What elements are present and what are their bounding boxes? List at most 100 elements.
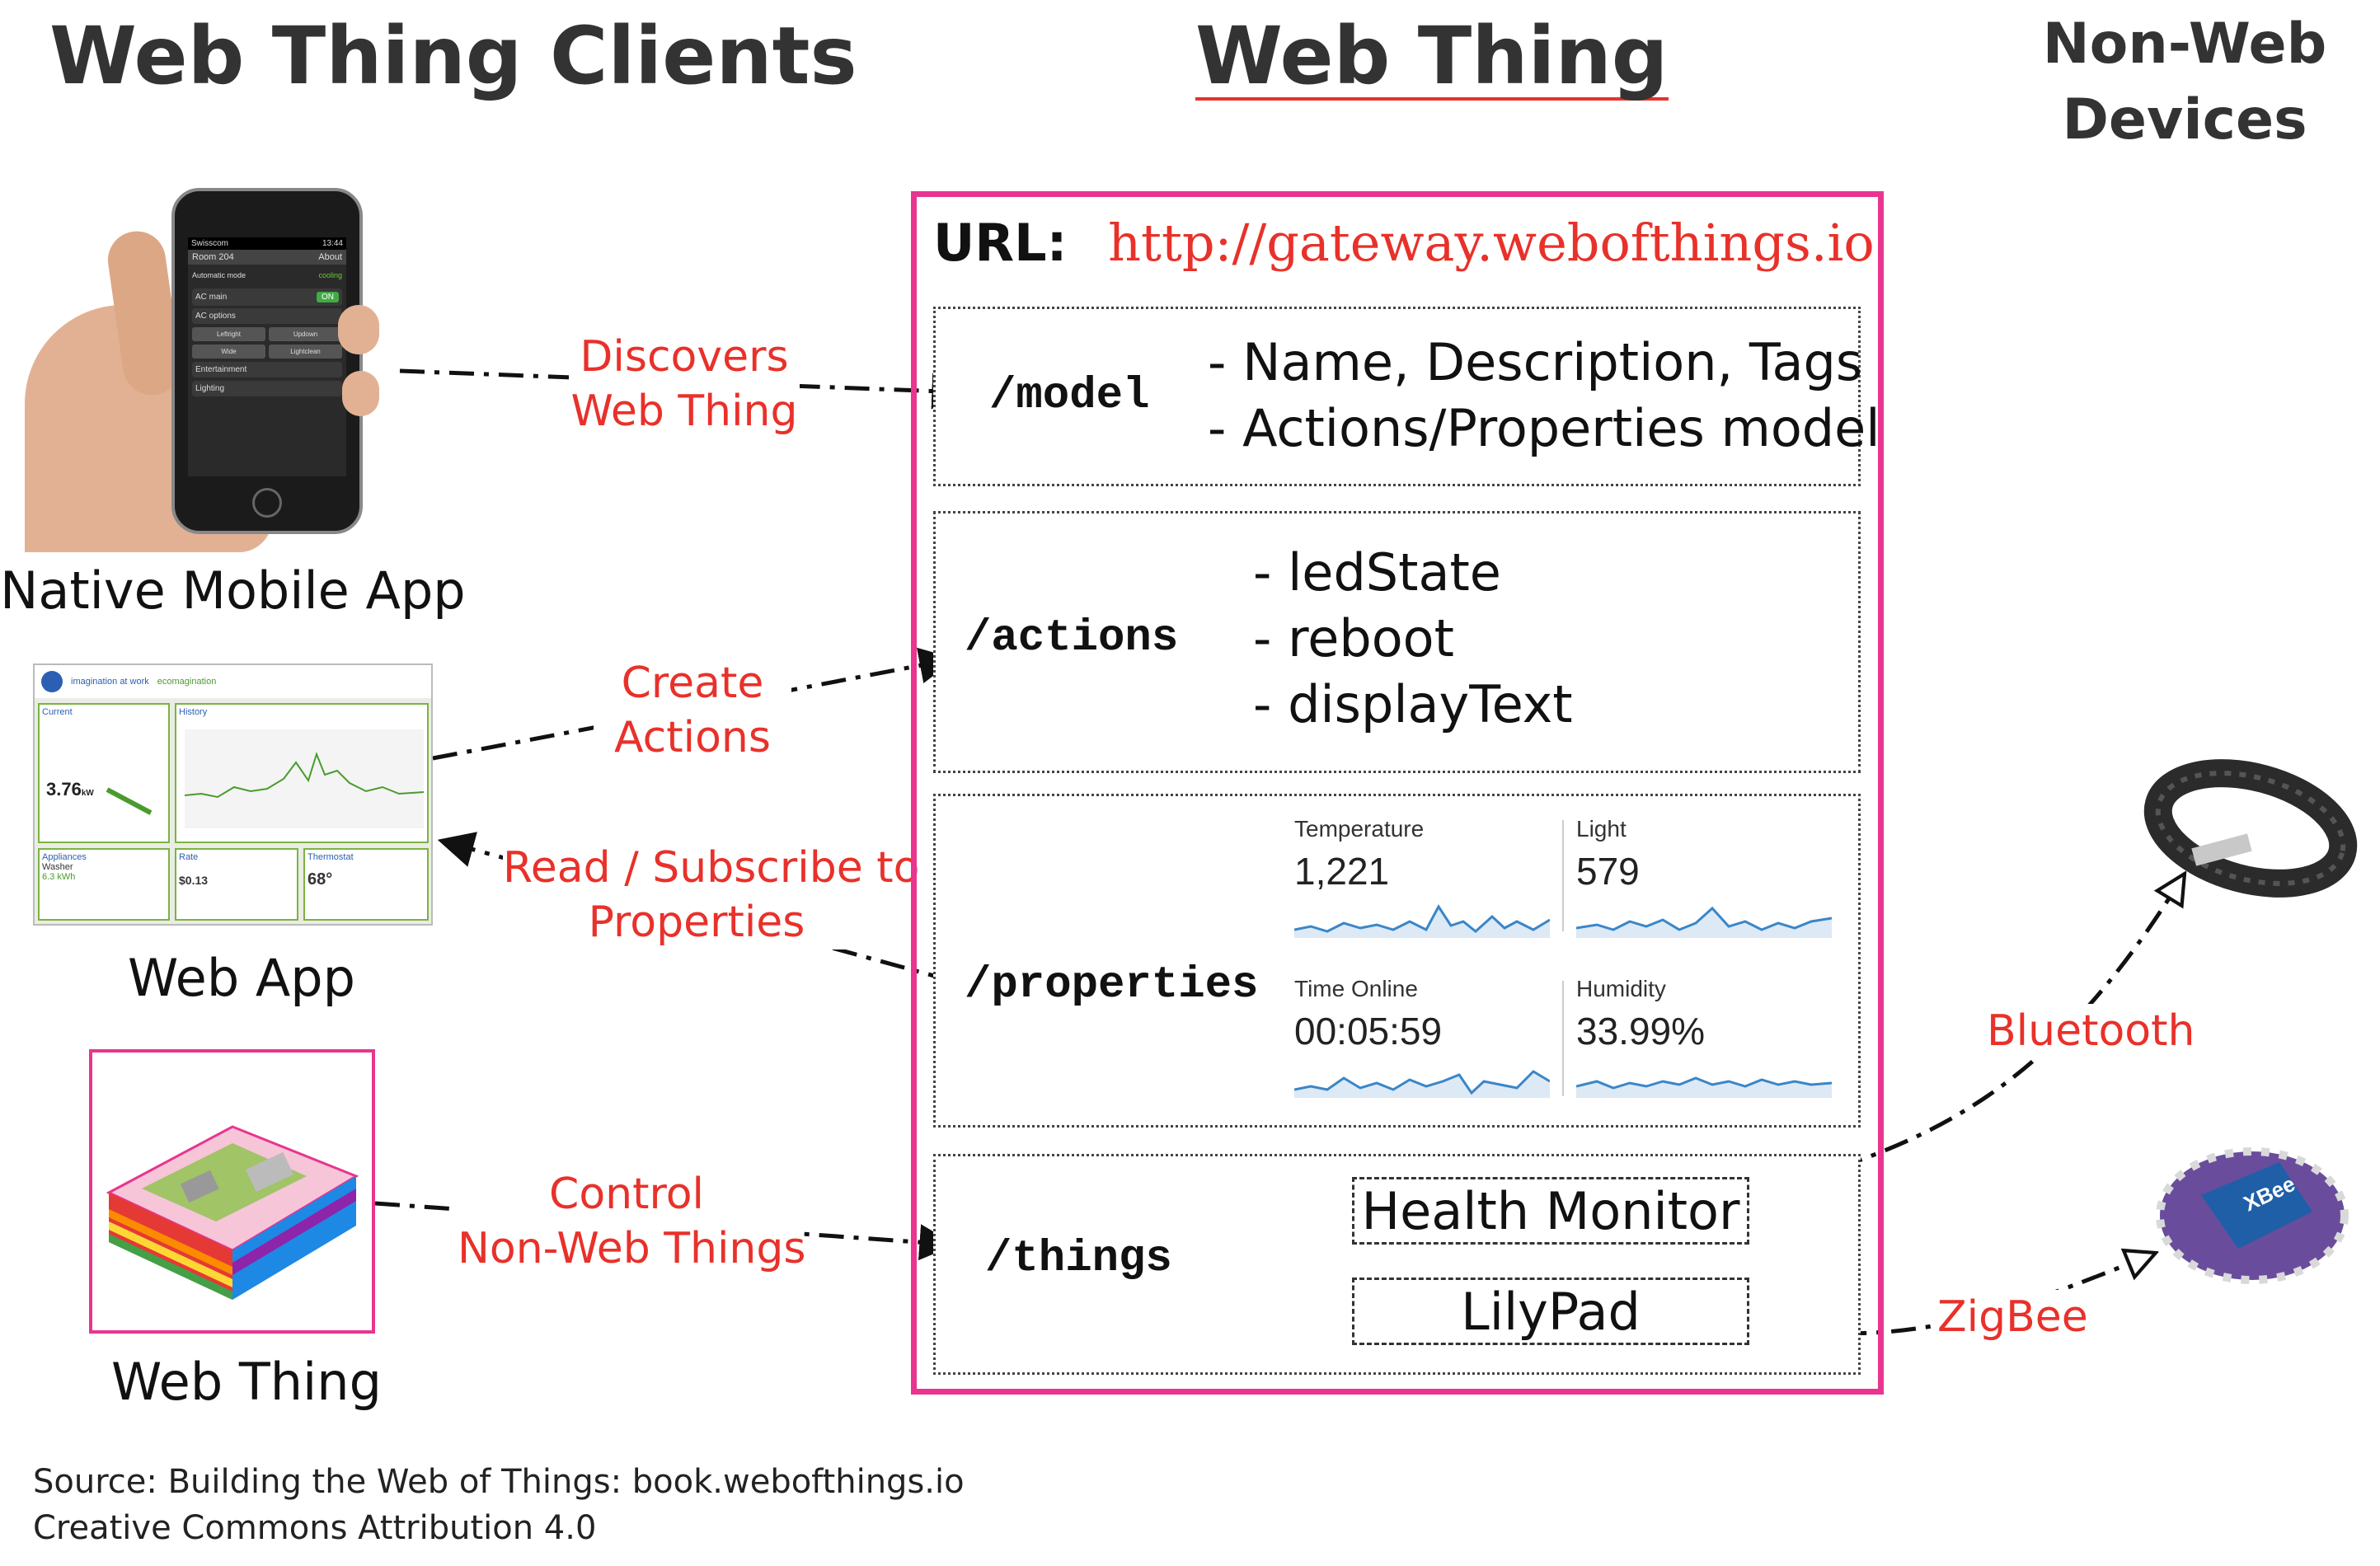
sparkline-time-online bbox=[1293, 1070, 1551, 1098]
metric-humidity: Humidity 33.99% bbox=[1575, 976, 1840, 1101]
discovers-line1: Discovers bbox=[580, 332, 789, 382]
phone-btn-updown[interactable]: Updown bbox=[269, 327, 342, 341]
lilypad-box[interactable]: LilyPad bbox=[1352, 1278, 1749, 1345]
webapp-brand1: imagination at work bbox=[71, 677, 149, 687]
metric-light: Light 579 bbox=[1575, 816, 1840, 941]
phone-navbar: Room 204 About bbox=[188, 250, 346, 265]
finger-shape-2 bbox=[342, 371, 379, 416]
arrow-bluetooth bbox=[1744, 874, 2185, 1195]
properties-path: /properties bbox=[965, 960, 1259, 1010]
phone-button-grid: Leftright Updown Wide Lightclean bbox=[192, 327, 342, 359]
action-item-ledstate: - ledState bbox=[1253, 542, 1501, 602]
phone-btn-leftright[interactable]: Leftright bbox=[192, 327, 265, 341]
zigbee-label: ZigBee bbox=[1937, 1290, 2088, 1344]
action-item-reboot: - reboot bbox=[1253, 608, 1454, 668]
control-label: Control Non-Web Things bbox=[458, 1167, 805, 1276]
non-web-header-line1: Non-Web bbox=[2042, 12, 2327, 77]
discovers-label: Discovers Web Thing bbox=[569, 330, 800, 438]
model-item-2: - Actions/Properties model bbox=[1208, 398, 1880, 458]
phone-lighting[interactable]: Lighting bbox=[192, 381, 342, 396]
model-path: /model bbox=[989, 371, 1150, 421]
phone-on-toggle[interactable]: ON bbox=[317, 292, 339, 302]
webapp-history-panel: History bbox=[175, 703, 429, 843]
lilypad-board-icon: XBee bbox=[2156, 1147, 2349, 1284]
non-web-header-line2: Devices bbox=[2062, 87, 2307, 152]
phone-ac-main-row[interactable]: AC main ON bbox=[192, 288, 342, 306]
phone-btn-wide[interactable]: Wide bbox=[192, 345, 265, 359]
sparkline-light bbox=[1575, 906, 1833, 938]
model-section bbox=[933, 307, 1861, 486]
webapp-screenshot: imagination at work ecomagination Curren… bbox=[33, 663, 433, 926]
webapp-current-panel: Current 3.76kW bbox=[38, 703, 170, 843]
url-row: URL: http://gateway.webofthings.io bbox=[933, 213, 1875, 273]
phone-carrier: Swisscom bbox=[191, 239, 229, 248]
discovers-line2: Web Thing bbox=[570, 387, 798, 436]
phone-ac-main: AC main bbox=[195, 293, 228, 302]
history-chart bbox=[185, 729, 424, 828]
things-section bbox=[933, 1154, 1861, 1375]
properties-section bbox=[933, 794, 1861, 1128]
webapp-reading-unit: kW bbox=[81, 789, 94, 798]
bluetooth-label: Bluetooth bbox=[1987, 1004, 2195, 1058]
actions-list: - ledState - reboot - displayText bbox=[1253, 540, 1573, 738]
header-underline bbox=[1195, 97, 1669, 101]
metric-divider-bottom bbox=[1562, 981, 1564, 1096]
webapp-cost: $0.13 bbox=[179, 874, 209, 887]
webapp-appliances-panel: Appliances Washer 6.3 kWh bbox=[38, 848, 170, 921]
phone-time: 13:44 bbox=[322, 239, 343, 248]
source-credit: Source: Building the Web of Things: book… bbox=[33, 1459, 965, 1551]
arrow-control bbox=[374, 1201, 956, 1261]
lilypad-label: LilyPad bbox=[1461, 1281, 1641, 1342]
webapp-topbar: imagination at work ecomagination bbox=[35, 665, 431, 698]
health-monitor-box[interactable]: Health Monitor bbox=[1352, 1177, 1749, 1245]
actions-path: /actions bbox=[965, 613, 1179, 663]
phone-statusbar: Swisscom 13:44 bbox=[188, 237, 346, 250]
health-monitor-label: Health Monitor bbox=[1361, 1180, 1740, 1241]
create-line2: Actions bbox=[614, 713, 771, 762]
phone-about-button[interactable]: About bbox=[318, 252, 342, 262]
sparkline-humidity bbox=[1575, 1076, 1833, 1098]
things-path: /things bbox=[985, 1234, 1172, 1284]
metric-light-name: Light bbox=[1576, 816, 1627, 842]
webapp-reading-value: 3.76 bbox=[46, 779, 82, 799]
metric-temperature-value: 1,221 bbox=[1294, 850, 1390, 893]
model-item-1: - Name, Description, Tags bbox=[1208, 332, 1863, 392]
ge-logo-icon bbox=[41, 671, 63, 692]
fitness-band-icon bbox=[2143, 759, 2358, 898]
source-line2: Creative Commons Attribution 4.0 bbox=[33, 1509, 597, 1547]
actions-section bbox=[933, 511, 1861, 773]
web-app-label: Web App bbox=[128, 948, 356, 1008]
metric-divider-top bbox=[1562, 820, 1564, 931]
metric-temperature: Temperature 1,221 bbox=[1293, 816, 1558, 941]
phone-ac-options[interactable]: AC options bbox=[192, 308, 342, 324]
finger-shape-1 bbox=[338, 305, 379, 354]
phone-entertainment[interactable]: Entertainment bbox=[192, 362, 342, 377]
webapp-temp: 68° bbox=[307, 870, 333, 888]
metric-light-value: 579 bbox=[1576, 850, 1640, 893]
metric-time-online-value: 00:05:59 bbox=[1294, 1010, 1443, 1053]
webapp-thermostat-panel: Thermostat 68° bbox=[303, 848, 429, 921]
webapp-appliances-title: Appliances bbox=[42, 852, 87, 862]
source-line1: Source: Building the Web of Things: book… bbox=[33, 1463, 965, 1501]
read-line1: Read / Subscribe to bbox=[503, 843, 920, 893]
phone-btn-lightclean[interactable]: Lightclean bbox=[269, 345, 342, 359]
webapp-current-title: Current bbox=[42, 707, 73, 717]
read-line2: Properties bbox=[588, 898, 805, 947]
webapp-kwh: 6.3 kWh bbox=[42, 872, 76, 882]
url-label: URL: bbox=[933, 213, 1068, 273]
metric-time-online: Time Online 00:05:59 bbox=[1293, 976, 1558, 1101]
create-line1: Create bbox=[621, 659, 764, 708]
raspberry-pi-frame bbox=[89, 1049, 375, 1334]
webapp-rate-title: Rate bbox=[179, 852, 199, 862]
url-link[interactable]: http://gateway.webofthings.io bbox=[1108, 213, 1875, 273]
read-subscribe-label: Read / Subscribe to Properties bbox=[503, 841, 920, 949]
webapp-thermostat-title: Thermostat bbox=[307, 852, 354, 862]
phone-screen: Swisscom 13:44 Room 204 About Automatic … bbox=[188, 237, 346, 476]
web-thing-container bbox=[911, 191, 1884, 1395]
phone-body: Swisscom 13:44 Room 204 About Automatic … bbox=[171, 188, 363, 534]
metric-humidity-value: 33.99% bbox=[1576, 1010, 1706, 1053]
phone-room: Room 204 bbox=[192, 252, 234, 262]
phone-illustration: Swisscom 13:44 Room 204 About Automatic … bbox=[25, 181, 379, 552]
action-item-displaytext: - displayText bbox=[1253, 674, 1573, 734]
phone-home-button[interactable] bbox=[252, 488, 282, 518]
